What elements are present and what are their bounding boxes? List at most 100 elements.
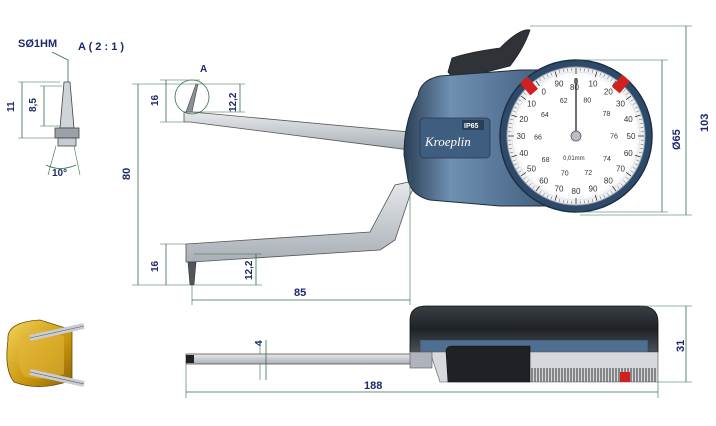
upper-jaw-height-dim: 16 — [150, 94, 161, 106]
dial-tick — [558, 70, 561, 74]
dial-inner-number: 72 — [584, 170, 592, 177]
dial-inner-number: 68 — [542, 157, 550, 164]
dial-outer-number: 60 — [624, 149, 633, 158]
detail-marker-label: A — [200, 64, 207, 75]
dial-outer-numbers: 90010203040506070809080706050403020100 — [517, 77, 636, 196]
detail-cone-dim: 8,5 — [28, 98, 39, 112]
caliper-arms — [183, 83, 419, 286]
dial-tick — [546, 74, 549, 78]
tip-spec-label: SØ1HM — [18, 38, 57, 50]
ip-rating-label: IP65 — [464, 123, 479, 130]
red-limit-marker-right — [612, 74, 630, 94]
dial-diameter-dim: Ø65 — [671, 129, 683, 150]
dial-tick — [523, 177, 527, 180]
dial-outer-number: 80 — [572, 187, 581, 196]
dial-tick — [634, 106, 638, 109]
dial-inner-number: 76 — [610, 133, 618, 140]
dial-tick — [546, 194, 549, 198]
dial-outer-number: 80 — [604, 176, 613, 185]
dial-tick — [550, 72, 553, 76]
total-length-dim: 188 — [364, 380, 382, 392]
upper-tip-height-dim: 12,2 — [228, 92, 239, 112]
dial-tick — [510, 151, 514, 154]
dial-tick — [511, 154, 518, 158]
span-height-dim: 80 — [121, 168, 133, 180]
detail-scale-label: A ( 2 : 1 ) — [78, 41, 124, 53]
dial-tick — [638, 151, 642, 154]
dial-outer-number: 60 — [539, 176, 548, 185]
dial-outer-number: 50 — [627, 132, 636, 141]
dial-tick — [558, 198, 561, 202]
body-thickness-dim: 31 — [675, 340, 687, 352]
detail-probe-tip — [59, 81, 75, 129]
dial-tick — [591, 198, 594, 202]
dial-tick — [623, 180, 626, 183]
dial-tick — [632, 167, 636, 169]
front-view-dimensions: A 16 12,2 80 16 12,2 85 Ø65 — [121, 25, 711, 305]
dial-tick — [603, 194, 606, 198]
dial-tick — [625, 95, 632, 100]
dial-tick — [512, 159, 516, 162]
dial-tick — [623, 89, 626, 92]
jaw-closeup — [6, 319, 85, 387]
dial-tick — [599, 196, 602, 200]
dial-tick — [620, 183, 623, 186]
dial-inner-number: 66 — [534, 135, 542, 142]
dial-tick — [516, 103, 520, 105]
detail-height-dim: 11 — [6, 101, 17, 112]
dial-tick — [594, 194, 598, 201]
dial-outer-number: 50 — [527, 164, 536, 173]
dial-inner-number: 64 — [541, 112, 549, 119]
dial-outer-number: 40 — [519, 149, 528, 158]
dial-outer-number: 20 — [519, 115, 528, 124]
dial-outer-number: 30 — [517, 132, 526, 141]
dial-tick — [636, 159, 640, 162]
dial-tick — [543, 192, 545, 196]
total-height-dim: 103 — [699, 114, 711, 132]
dial-tick — [554, 71, 558, 78]
dial-tick — [625, 92, 629, 95]
dial-tick — [610, 190, 613, 194]
side-view: 4 188 31 — [185, 305, 692, 398]
dial-tick — [634, 154, 641, 158]
dial-ticks — [508, 68, 644, 204]
dial-tick — [523, 92, 527, 95]
dial-tick — [630, 170, 634, 173]
dial-outer-number: 40 — [624, 115, 633, 124]
lower-arm — [185, 179, 419, 263]
dial-outer-number: 10 — [527, 100, 536, 109]
dial-tick — [607, 192, 609, 196]
dial-tick — [509, 147, 513, 149]
dial-tick — [612, 185, 617, 192]
dial-inner-number: 74 — [603, 156, 611, 163]
dial-tick — [535, 80, 540, 87]
dial-tick — [632, 103, 636, 105]
dial-inner-number: 62 — [560, 98, 568, 105]
dial-tick — [514, 163, 518, 166]
dial-tick — [625, 172, 632, 177]
dial-inner-number: 70 — [561, 170, 569, 177]
dial-tick — [563, 69, 565, 73]
dial-tick — [630, 99, 634, 102]
detail-angle-dim: 10° — [52, 168, 67, 179]
lever-handle — [447, 29, 531, 81]
dial-tick — [587, 69, 589, 73]
dial-gauge: 90010203040506070809080706050403020100 8… — [499, 59, 653, 213]
dial-outer-number: 30 — [616, 100, 625, 109]
dial-outer-number: 90 — [555, 80, 564, 89]
dial-tick — [639, 147, 643, 149]
lower-tip-height-dim: 12,2 — [244, 260, 255, 280]
dial-outer-number: 70 — [616, 164, 625, 173]
dial-tick — [514, 106, 518, 109]
arm-length-dim: 85 — [294, 287, 306, 299]
dial-tick — [526, 180, 529, 183]
dial-outer-number: 20 — [604, 88, 613, 97]
dial-tick — [639, 123, 643, 125]
dial-outer-number: 10 — [589, 80, 598, 89]
dial-tick — [509, 123, 513, 125]
dial-tick — [638, 118, 642, 121]
dial-tick — [532, 185, 535, 189]
dial-unit-label: 0,01mm — [563, 156, 585, 162]
dial-tick — [529, 183, 532, 186]
